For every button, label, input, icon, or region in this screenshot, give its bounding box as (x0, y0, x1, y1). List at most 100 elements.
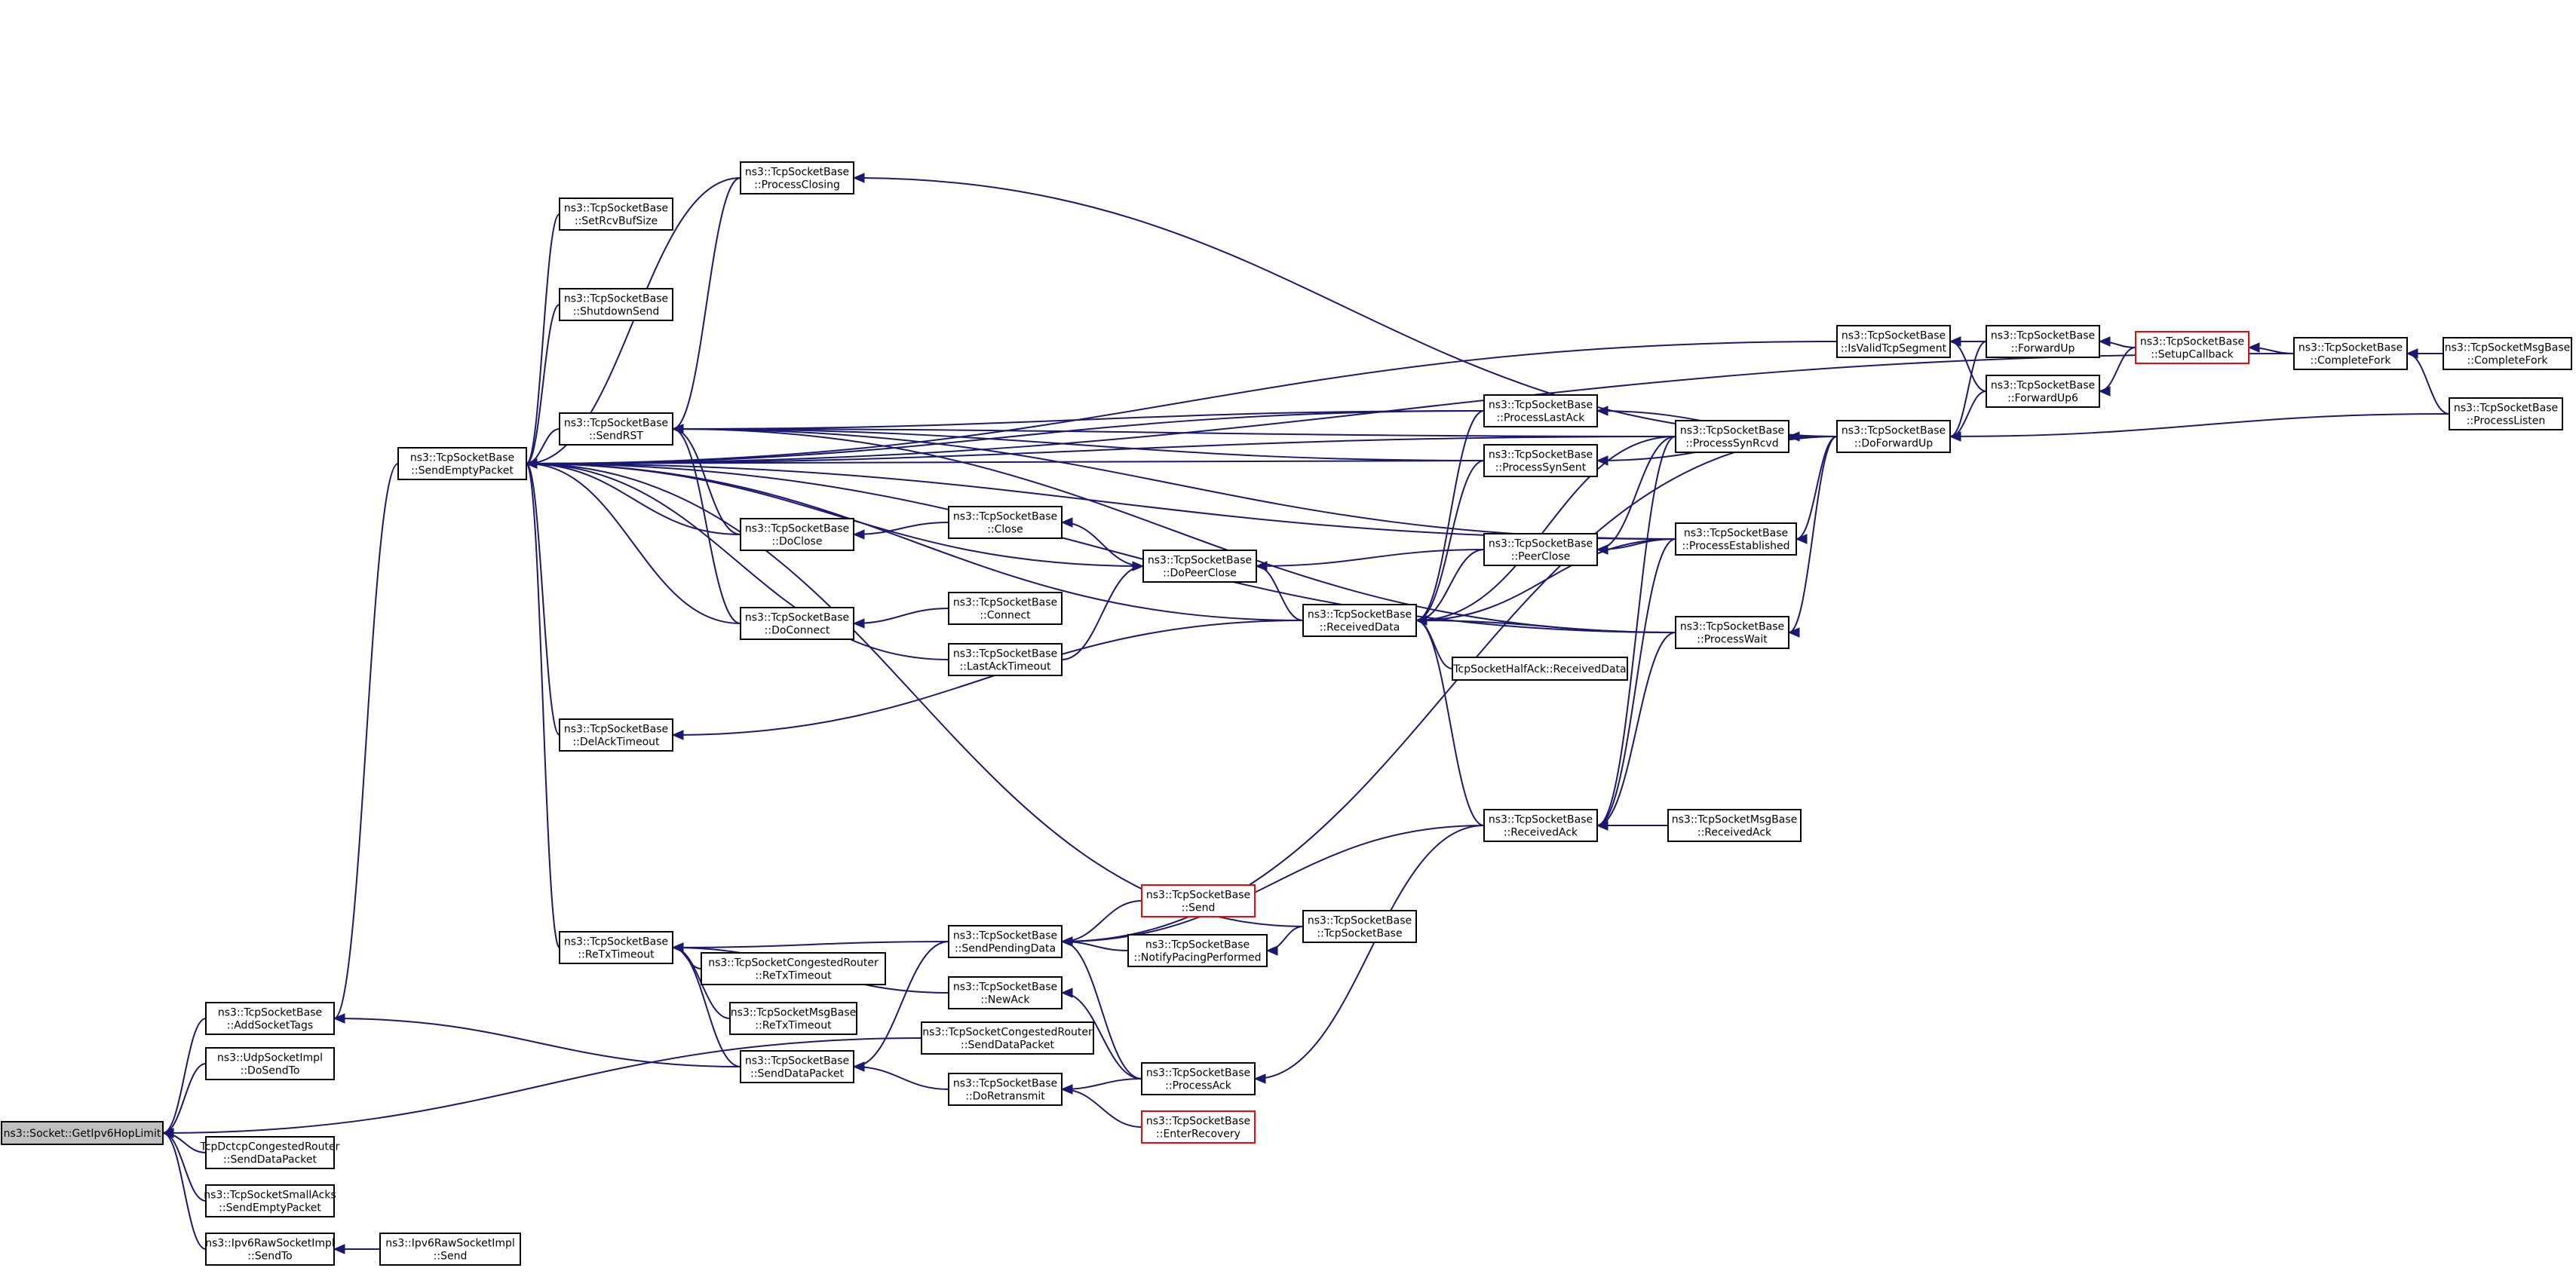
node-close[interactable]: ns3::TcpSocketBase::Close (948, 506, 1063, 539)
node-msgretx[interactable]: ns3::TcpSocketMsgBase::ReTxTimeout (729, 1002, 857, 1035)
node-msgreceivedack[interactable]: ns3::TcpSocketMsgBase::ReceivedAck (1667, 809, 1802, 842)
node-processack[interactable]: ns3::TcpSocketBase::ProcessAck (1141, 1062, 1256, 1095)
node-box[interactable] (1483, 394, 1598, 427)
node-box[interactable] (559, 288, 673, 321)
node-box[interactable] (1141, 1110, 1256, 1144)
node-procwait[interactable]: ns3::TcpSocketBase::ProcessWait (1675, 616, 1789, 649)
node-connect[interactable]: ns3::TcpSocketBase::Connect (948, 592, 1063, 625)
node-box[interactable] (397, 447, 527, 480)
node-procest[interactable]: ns3::TcpSocketBase::ProcessEstablished (1675, 522, 1797, 556)
node-box[interactable] (559, 412, 673, 446)
node-box[interactable] (205, 1233, 335, 1266)
node-box[interactable] (2449, 397, 2563, 430)
node-box[interactable] (1667, 809, 1802, 842)
node-box[interactable] (205, 1047, 335, 1080)
node-doclose[interactable]: ns3::TcpSocketBase::DoClose (740, 518, 854, 551)
node-box[interactable] (1836, 420, 1951, 453)
node-forwardup[interactable]: ns3::TcpSocketBase::ForwardUp (1986, 325, 2100, 358)
node-sendempty[interactable]: ns3::TcpSocketBase::SendEmptyPacket (397, 447, 527, 480)
node-box[interactable] (948, 506, 1063, 539)
node-box[interactable] (1127, 934, 1268, 967)
node-box[interactable] (2293, 337, 2408, 370)
node-box[interactable] (740, 1050, 854, 1083)
node-box[interactable] (1675, 616, 1789, 649)
node-box[interactable] (701, 952, 886, 985)
node-box[interactable] (559, 931, 673, 964)
node-congsend[interactable]: ns3::TcpSocketCongestedRouter::SendDataP… (921, 1021, 1094, 1055)
node-doconnect[interactable]: ns3::TcpSocketBase::DoConnect (740, 607, 854, 640)
node-box[interactable] (559, 198, 673, 231)
node-shutdown[interactable]: ns3::TcpSocketBase::ShutdownSend (559, 288, 673, 321)
node-halfack[interactable]: TcpSocketHalfAck::ReceivedData (1452, 657, 1628, 681)
node-procclosing[interactable]: ns3::TcpSocketBase::ProcessClosing (740, 161, 854, 194)
node-send[interactable]: ns3::TcpSocketBase::Send (1141, 884, 1256, 917)
node-box[interactable] (2443, 337, 2572, 370)
node-box[interactable] (1483, 533, 1598, 566)
node-newack[interactable]: ns3::TcpSocketBase::NewAck (948, 976, 1063, 1009)
node-udpsend[interactable]: ns3::UdpSocketImpl::DoSendTo (205, 1047, 335, 1080)
node-dctcp[interactable]: TcpDctcpCongestedRouter::SendDataPacket (200, 1136, 340, 1169)
node-box[interactable] (1986, 375, 2100, 408)
node-box[interactable] (1483, 444, 1598, 477)
node-congretx[interactable]: ns3::TcpSocketCongestedRouter::ReTxTimeo… (701, 952, 886, 985)
node-forwardup6[interactable]: ns3::TcpSocketBase::ForwardUp6 (1986, 375, 2100, 408)
node-box[interactable] (1, 1121, 164, 1145)
node-receiveddata[interactable]: ns3::TcpSocketBase::ReceivedData (1302, 604, 1417, 637)
node-rawsend[interactable]: ns3::Ipv6RawSocketImpl::Send (379, 1233, 521, 1266)
node-root[interactable]: ns3::Socket::GetIpv6HopLimit (1, 1121, 164, 1145)
node-lastacktimeout[interactable]: ns3::TcpSocketBase::LastAckTimeout (948, 643, 1063, 676)
node-setrcv[interactable]: ns3::TcpSocketBase::SetRcvBufSize (559, 198, 673, 231)
node-box[interactable] (921, 1021, 1094, 1055)
node-senddata[interactable]: ns3::TcpSocketBase::SendDataPacket (740, 1050, 854, 1083)
node-peerclose[interactable]: ns3::TcpSocketBase::PeerClose (1483, 533, 1598, 566)
node-box[interactable] (948, 925, 1063, 958)
node-box[interactable] (1141, 884, 1256, 917)
node-enterrecovery[interactable]: ns3::TcpSocketBase::EnterRecovery (1141, 1110, 1256, 1144)
node-box[interactable] (1986, 325, 2100, 358)
node-box[interactable] (1675, 420, 1789, 453)
node-box[interactable] (740, 518, 854, 551)
node-addtags[interactable]: ns3::TcpSocketBase::AddSocketTags (205, 1002, 335, 1035)
node-box[interactable] (1302, 604, 1417, 637)
node-box[interactable] (948, 592, 1063, 625)
node-box[interactable] (1302, 910, 1417, 943)
node-smallacks[interactable]: ns3::TcpSocketSmallAcks::SendEmptyPacket (204, 1184, 336, 1217)
node-box[interactable] (740, 607, 854, 640)
node-doforwardup[interactable]: ns3::TcpSocketBase::DoForwardUp (1836, 420, 1951, 453)
node-sendrst[interactable]: ns3::TcpSocketBase::SendRST (559, 412, 673, 446)
node-notifypacing[interactable]: ns3::TcpSocketBase::NotifyPacingPerforme… (1127, 934, 1268, 967)
node-box[interactable] (948, 643, 1063, 676)
node-proclisten[interactable]: ns3::TcpSocketBase::ProcessListen (2449, 397, 2563, 430)
node-msgcompletefork[interactable]: ns3::TcpSocketMsgBase::CompleteFork (2443, 337, 2572, 370)
node-box[interactable] (1675, 522, 1797, 556)
node-isvalid[interactable]: ns3::TcpSocketBase::IsValidTcpSegment (1836, 325, 1951, 358)
node-box[interactable] (1483, 809, 1598, 842)
node-procsynsent[interactable]: ns3::TcpSocketBase::ProcessSynSent (1483, 444, 1598, 477)
node-ctor[interactable]: ns3::TcpSocketBase::TcpSocketBase (1302, 910, 1417, 943)
node-box[interactable] (948, 1073, 1063, 1106)
node-delack[interactable]: ns3::TcpSocketBase::DelAckTimeout (559, 718, 673, 752)
node-rawsendto[interactable]: ns3::Ipv6RawSocketImpl::SendTo (205, 1233, 335, 1266)
node-retx[interactable]: ns3::TcpSocketBase::ReTxTimeout (559, 931, 673, 964)
node-sendpending[interactable]: ns3::TcpSocketBase::SendPendingData (948, 925, 1063, 958)
node-box[interactable] (559, 718, 673, 752)
node-setupcallback[interactable]: ns3::TcpSocketBase::SetupCallback (2135, 331, 2249, 364)
node-box[interactable] (729, 1002, 857, 1035)
node-box[interactable] (2135, 331, 2249, 364)
node-box[interactable] (1142, 550, 1257, 583)
node-box[interactable] (740, 161, 854, 194)
node-box[interactable] (948, 976, 1063, 1009)
node-box[interactable] (205, 1184, 335, 1217)
node-dopeerclose[interactable]: ns3::TcpSocketBase::DoPeerClose (1142, 550, 1257, 583)
node-box[interactable] (1141, 1062, 1256, 1095)
node-proclastack[interactable]: ns3::TcpSocketBase::ProcessLastAck (1483, 394, 1598, 427)
node-doretransmit[interactable]: ns3::TcpSocketBase::DoRetransmit (948, 1073, 1063, 1106)
node-receivedack[interactable]: ns3::TcpSocketBase::ReceivedAck (1483, 809, 1598, 842)
node-procsynrcvd[interactable]: ns3::TcpSocketBase::ProcessSynRcvd (1675, 420, 1789, 453)
node-box[interactable] (205, 1136, 335, 1169)
node-box[interactable] (1452, 657, 1628, 681)
node-box[interactable] (379, 1233, 521, 1266)
node-completefork[interactable]: ns3::TcpSocketBase::CompleteFork (2293, 337, 2408, 370)
node-box[interactable] (1836, 325, 1951, 358)
node-box[interactable] (205, 1002, 335, 1035)
